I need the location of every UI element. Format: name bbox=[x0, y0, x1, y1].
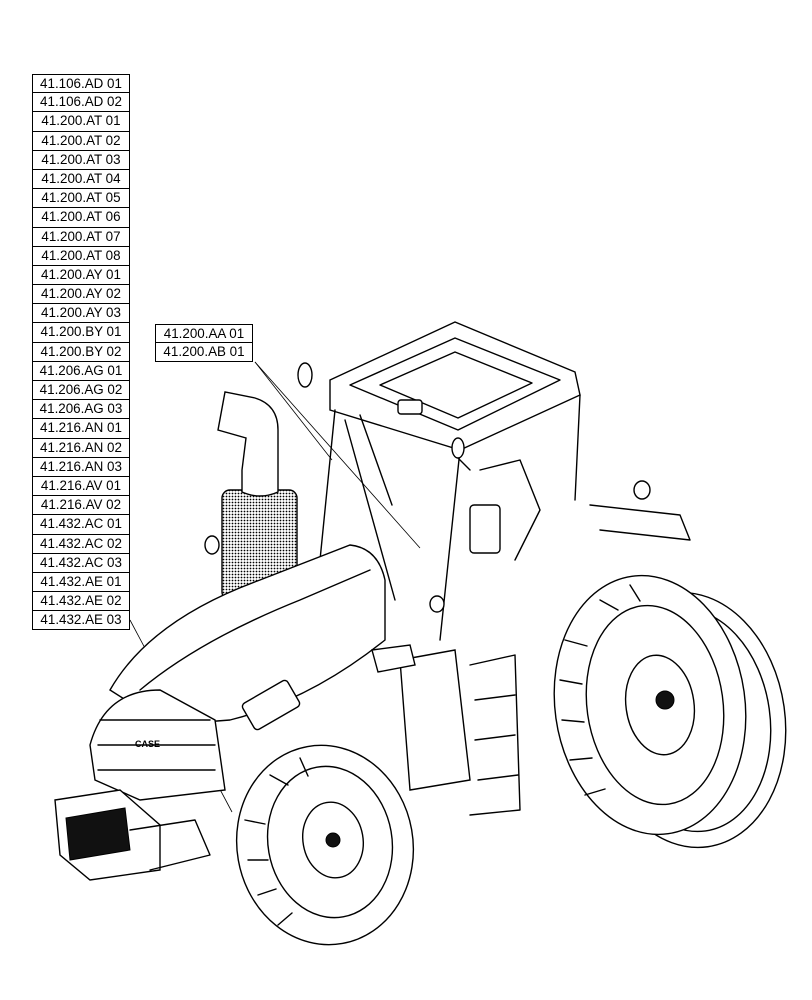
reference-item[interactable]: 41.432.AC 02 bbox=[32, 534, 130, 554]
exhaust-muffler bbox=[204, 391, 298, 601]
reference-item[interactable]: 41.432.AC 03 bbox=[32, 553, 130, 573]
reference-item[interactable]: 41.200.AY 02 bbox=[32, 285, 130, 305]
reference-item[interactable]: 41.206.AG 02 bbox=[32, 381, 130, 401]
reference-item[interactable]: 41.216.AV 02 bbox=[32, 496, 130, 516]
reference-item[interactable]: 41.200.AT 08 bbox=[32, 246, 130, 266]
reference-item[interactable]: 41.216.AN 01 bbox=[32, 419, 130, 439]
reference-item[interactable]: 41.206.AG 01 bbox=[32, 361, 130, 381]
steps-and-tank bbox=[371, 595, 521, 816]
reference-item[interactable]: 41.432.AC 01 bbox=[32, 515, 130, 535]
reference-item[interactable]: 41.216.AV 01 bbox=[32, 476, 130, 497]
front-weights bbox=[54, 789, 211, 881]
cab bbox=[297, 321, 691, 641]
reference-item[interactable]: 41.200.AY 01 bbox=[32, 265, 130, 286]
reference-item[interactable]: 41.106.AD 02 bbox=[32, 93, 130, 113]
reference-item[interactable]: 41.200.AY 03 bbox=[32, 304, 130, 324]
reference-item[interactable]: 41.200.BY 01 bbox=[32, 323, 130, 343]
reference-item[interactable]: 41.106.AD 01 bbox=[32, 74, 130, 94]
reference-item[interactable]: 41.200.AA 01 bbox=[155, 324, 253, 344]
reference-item[interactable]: 41.200.AT 02 bbox=[32, 131, 130, 151]
reference-item[interactable]: 41.200.AT 05 bbox=[32, 189, 130, 209]
reference-item[interactable]: 41.206.AG 03 bbox=[32, 400, 130, 420]
reference-item[interactable]: 41.432.AE 01 bbox=[32, 572, 130, 593]
reference-list-cab: 41.200.AA 01 41.200.AB 01 bbox=[155, 324, 253, 363]
reference-item[interactable]: 41.200.AB 01 bbox=[155, 343, 253, 363]
reference-item[interactable]: 41.200.AT 03 bbox=[32, 150, 130, 170]
rear-wheel bbox=[553, 574, 787, 849]
reference-item[interactable]: 41.216.AN 02 bbox=[32, 438, 130, 458]
brand-logo: CASE bbox=[135, 739, 160, 749]
reference-item[interactable]: 41.200.AT 01 bbox=[32, 112, 130, 132]
reference-item[interactable]: 41.200.BY 02 bbox=[32, 342, 130, 362]
front-wheel bbox=[235, 744, 415, 946]
reference-item[interactable]: 41.216.AN 03 bbox=[32, 457, 130, 477]
reference-item[interactable]: 41.432.AE 02 bbox=[32, 592, 130, 612]
hood: CASE bbox=[89, 544, 386, 801]
reference-item[interactable]: 41.200.AT 06 bbox=[32, 208, 130, 228]
reference-list-main: 41.106.AD 01 41.106.AD 02 41.200.AT 01 4… bbox=[32, 74, 130, 631]
reference-item[interactable]: 41.200.AT 07 bbox=[32, 227, 130, 247]
reference-item[interactable]: 41.432.AE 03 bbox=[32, 611, 130, 631]
reference-item[interactable]: 41.200.AT 04 bbox=[32, 169, 130, 190]
